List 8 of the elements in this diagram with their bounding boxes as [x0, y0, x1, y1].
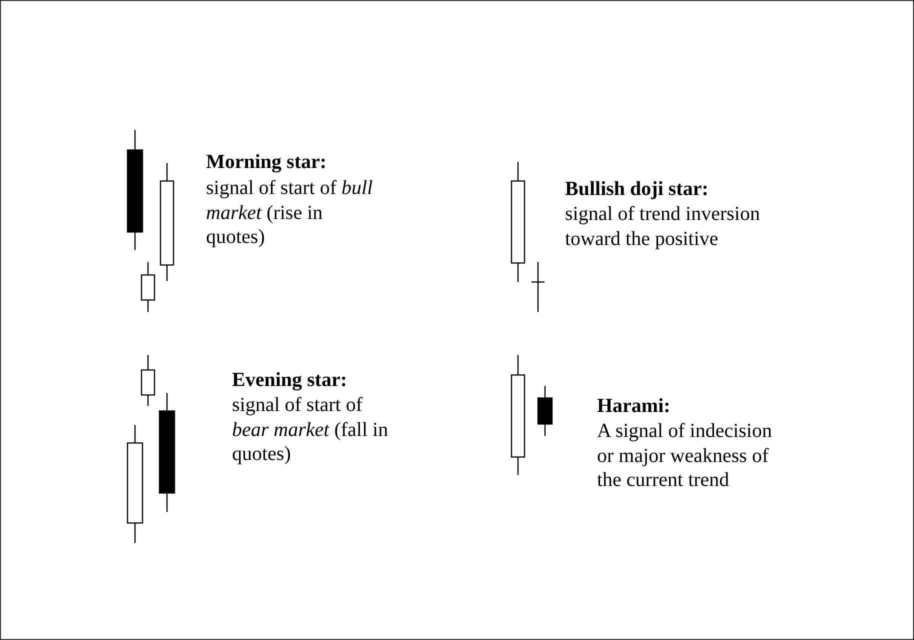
- pattern-description: signal of trend inversion toward the positive: [565, 202, 761, 251]
- pattern-heading: Bullish doji star:: [565, 177, 708, 202]
- pattern-description: signal of start of bear market (fall in quotes): [232, 393, 390, 466]
- pattern-heading: Morning star:: [206, 150, 327, 174]
- pattern-description: signal of start of bull market (rise in quotes): [206, 176, 373, 250]
- pattern-description: A signal of indecision or major weakness of the current trend: [597, 419, 773, 492]
- pattern-heading: Harami:: [597, 394, 670, 418]
- pattern-heading: Evening star:: [232, 368, 347, 392]
